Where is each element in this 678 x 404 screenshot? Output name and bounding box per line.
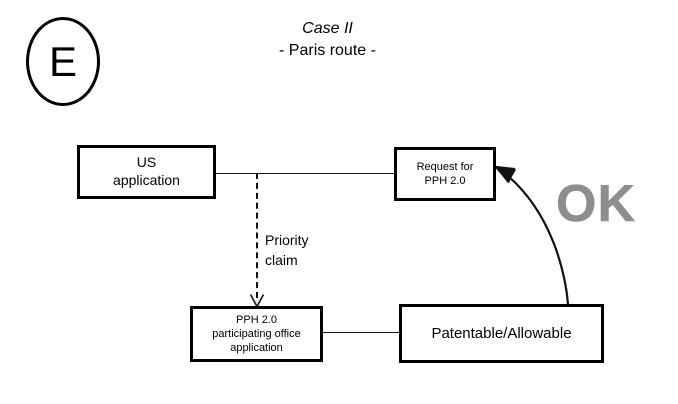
connector-priority-claim-dashed [256,173,258,298]
connector-participating-office-to-patentable [320,332,402,333]
label-ok-status: OK [556,175,636,233]
figure-title-block: Case II - Paris route - [215,18,440,62]
node-patentable-allowable[interactable]: Patentable/Allowable [399,304,604,363]
figure-title: Case II [302,20,353,37]
label-priority-claim: Priority claim [265,232,309,268]
node-request-for-pph[interactable]: Request for PPH 2.0 [394,147,496,201]
figure-marker-letter: E [48,37,77,85]
node-us-application-label: US application [113,154,180,188]
curved-approval-arrow-icon [494,165,570,307]
node-participating-office-application[interactable]: PPH 2.0 participating office application [190,306,323,362]
node-patentable-allowable-label: Patentable/Allowable [431,324,572,342]
figure-marker-badge: E [26,17,100,106]
figure-subtitle: - Paris route - [279,42,376,59]
node-us-application[interactable]: US application [77,145,216,199]
node-request-for-pph-label: Request for PPH 2.0 [416,160,474,187]
node-participating-office-application-label: PPH 2.0 participating office application [212,313,301,355]
connector-us-application-to-request [212,173,397,174]
